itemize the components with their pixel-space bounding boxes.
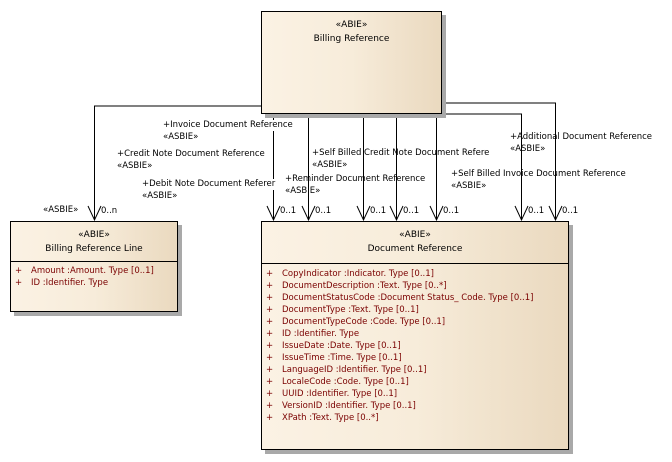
arrowhead bbox=[548, 205, 563, 222]
visibility-marker: + bbox=[266, 413, 274, 423]
class-name: Billing Reference bbox=[313, 34, 390, 44]
attribute-text: ID :Identifier. Type bbox=[31, 278, 109, 288]
attribute-text: LanguageID :Identifier. Type [0..1] bbox=[282, 365, 427, 375]
role-label-reminder: +Reminder Document Reference bbox=[285, 174, 426, 184]
attribute-row[interactable]: + XPath :Text. Type [0..*] bbox=[266, 412, 564, 424]
attribute-text: UUID :Identifier. Type [0..1] bbox=[282, 389, 398, 399]
attribute-text: ID :Identifier. Type bbox=[282, 329, 360, 339]
attribute-list: + CopyIndicator :Indicator. Type [0..1] + D… bbox=[262, 264, 568, 424]
compartment-divider bbox=[11, 261, 177, 262]
multiplicity-label: 0..1 bbox=[562, 206, 579, 216]
multiplicity-label: 0..1 bbox=[443, 206, 460, 216]
multiplicity-label: 0..1 bbox=[528, 206, 545, 216]
compartment-divider bbox=[262, 263, 568, 264]
class-billing-reference-line[interactable]: «ABIE» Billing Reference Line + Amount :A… bbox=[10, 221, 178, 312]
stereotype-label: «ASBIE» bbox=[312, 160, 348, 170]
visibility-marker: + bbox=[266, 353, 274, 363]
attribute-row[interactable]: + IssueDate :Date. Type [0..1] bbox=[266, 340, 564, 352]
arrowhead bbox=[87, 205, 102, 222]
stereotype-label: «ASBIE» bbox=[451, 181, 487, 191]
class-name: Billing Reference Line bbox=[45, 244, 143, 254]
class-billing-reference[interactable]: «ABIE» Billing Reference bbox=[261, 11, 442, 114]
attribute-row[interactable]: + DocumentType :Text. Type [0..1] bbox=[266, 304, 564, 316]
class-document-reference[interactable]: «ABIE» Document Reference + CopyIndicator… bbox=[261, 221, 569, 450]
attribute-text: DocumentStatusCode :Document Status_ Cod… bbox=[282, 293, 534, 303]
visibility-marker: + bbox=[266, 365, 274, 375]
stereotype-label: «ASBIE» bbox=[163, 132, 199, 142]
attribute-text: CopyIndicator :Indicator. Type [0..1] bbox=[282, 269, 434, 279]
arrowhead bbox=[389, 205, 404, 222]
role-label-self-billed-invoice: +Self Billed Invoice Document Reference bbox=[451, 169, 626, 179]
visibility-marker: + bbox=[266, 281, 274, 291]
multiplicity-label: 0..1 bbox=[403, 206, 420, 216]
arrowhead bbox=[301, 205, 316, 222]
stereotype-label: «ASBIE» bbox=[117, 161, 153, 171]
arrowhead bbox=[356, 205, 371, 222]
attribute-text: LocaleCode :Code. Type [0..1] bbox=[282, 377, 409, 387]
attribute-row[interactable]: + CopyIndicator :Indicator. Type [0..1] bbox=[266, 268, 564, 280]
visibility-marker: + bbox=[266, 305, 274, 315]
visibility-marker: + bbox=[266, 269, 274, 279]
attribute-text: VersionID :Identifier. Type [0..1] bbox=[282, 401, 416, 411]
visibility-marker: + bbox=[266, 377, 274, 387]
role-label-self-billed-credit-note: +Self Billed Credit Note Document Refere bbox=[312, 148, 490, 158]
visibility-marker: + bbox=[266, 389, 274, 399]
class-stereotype: «ABIE» bbox=[335, 20, 368, 30]
role-label-additional: +Additional Document Reference bbox=[510, 132, 653, 142]
attribute-text: IssueDate :Date. Type [0..1] bbox=[282, 341, 401, 351]
attribute-row[interactable]: + UUID :Identifier. Type [0..1] bbox=[266, 388, 564, 400]
arrowhead bbox=[266, 205, 281, 222]
stereotype-label: «ASBIE» bbox=[285, 186, 321, 196]
multiplicity-label: 0..1 bbox=[280, 206, 297, 216]
attribute-row[interactable]: + IssueTime :Time. Type [0..1] bbox=[266, 352, 564, 364]
role-label-credit-note: +Credit Note Document Reference bbox=[117, 149, 265, 160]
attribute-row[interactable]: + LocaleCode :Code. Type [0..1] bbox=[266, 376, 564, 388]
multiplicity-label: 0..n bbox=[101, 206, 118, 216]
attribute-text: XPath :Text. Type [0..*] bbox=[282, 413, 379, 423]
attribute-text: IssueTime :Time. Type [0..1] bbox=[282, 353, 402, 363]
arrowhead bbox=[514, 205, 529, 222]
attribute-row[interactable]: + ID :Identifier. Type bbox=[266, 328, 564, 340]
stereotype-label: «ASBIE» bbox=[43, 205, 79, 215]
attribute-row[interactable]: + DocumentTypeCode :Code. Type [0..1] bbox=[266, 316, 564, 328]
attribute-text: DocumentType :Text. Type [0..1] bbox=[282, 305, 419, 315]
visibility-marker: + bbox=[266, 293, 274, 303]
association-line-self-billed-invoice bbox=[441, 113, 522, 220]
attribute-row[interactable]: + DocumentStatusCode :Document Status_ Co… bbox=[266, 292, 564, 304]
attribute-row[interactable]: + VersionID :Identifier. Type [0..1] bbox=[266, 400, 564, 412]
association-line-billing-reference-line bbox=[94, 105, 261, 220]
attribute-row[interactable]: + Amount :Amount. Type [0..1] bbox=[15, 265, 173, 277]
attribute-text: DocumentDescription :Text. Type [0..*] bbox=[282, 281, 447, 291]
visibility-marker: + bbox=[15, 266, 23, 276]
class-name: Document Reference bbox=[367, 244, 463, 254]
visibility-marker: + bbox=[266, 341, 274, 351]
attribute-row[interactable]: + DocumentDescription :Text. Type [0..*] bbox=[266, 280, 564, 292]
multiplicity-label: 0..1 bbox=[315, 206, 332, 216]
stereotype-label: «ASBIE» bbox=[142, 191, 178, 201]
stereotype-label: «ASBIE» bbox=[510, 144, 546, 154]
attribute-row[interactable]: + LanguageID :Identifier. Type [0..1] bbox=[266, 364, 564, 376]
attribute-text: Amount :Amount. Type [0..1] bbox=[31, 266, 154, 276]
arrowhead bbox=[429, 205, 444, 222]
association-line-additional bbox=[441, 102, 556, 220]
attribute-row[interactable]: + ID :Identifier. Type bbox=[15, 277, 173, 289]
attribute-list: + Amount :Amount. Type [0..1] + ID :Identif… bbox=[11, 262, 177, 289]
class-stereotype: «ABIE» bbox=[399, 230, 431, 240]
role-label-debit-note: +Debit Note Document Referer bbox=[142, 179, 276, 190]
role-label-invoice: +Invoice Document Reference bbox=[163, 120, 293, 131]
class-stereotype: «ABIE» bbox=[78, 230, 110, 240]
visibility-marker: + bbox=[266, 317, 274, 327]
visibility-marker: + bbox=[15, 278, 23, 288]
attribute-text: DocumentTypeCode :Code. Type [0..1] bbox=[282, 317, 446, 327]
visibility-marker: + bbox=[266, 329, 274, 339]
visibility-marker: + bbox=[266, 401, 274, 411]
multiplicity-label: 0..1 bbox=[370, 206, 387, 216]
